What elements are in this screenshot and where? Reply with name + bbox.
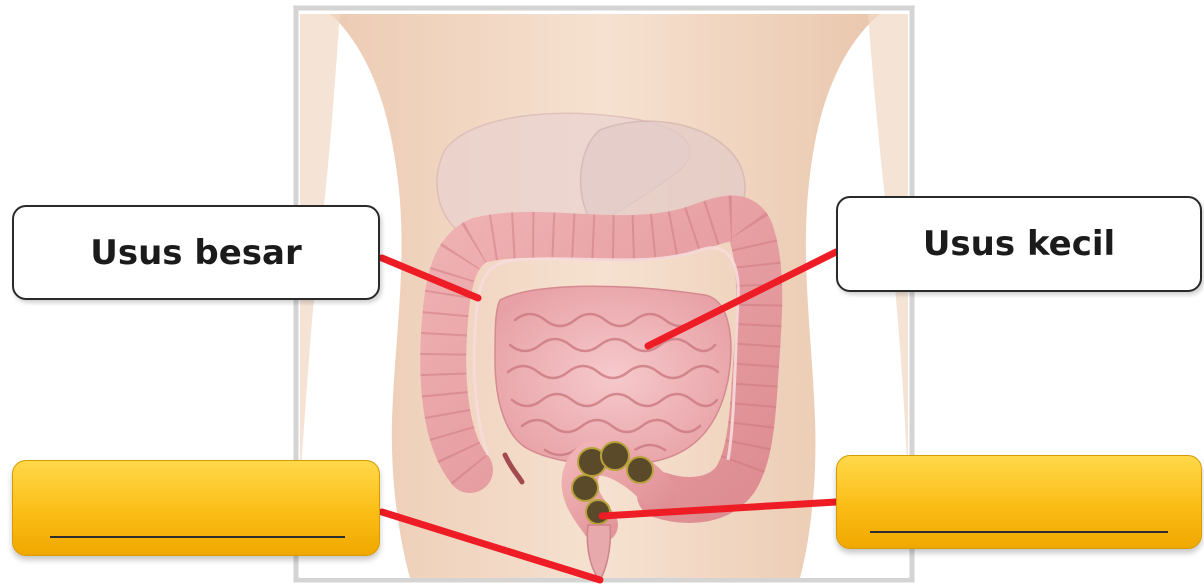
label-usus-besar: Usus besar: [12, 205, 380, 300]
answer-box-right[interactable]: [836, 455, 1202, 549]
answer-box-left[interactable]: [12, 460, 380, 556]
answer-blank-line-right: [870, 531, 1168, 533]
label-usus-kecil: Usus kecil: [836, 196, 1202, 292]
answer-blank-line-left: [50, 536, 345, 538]
